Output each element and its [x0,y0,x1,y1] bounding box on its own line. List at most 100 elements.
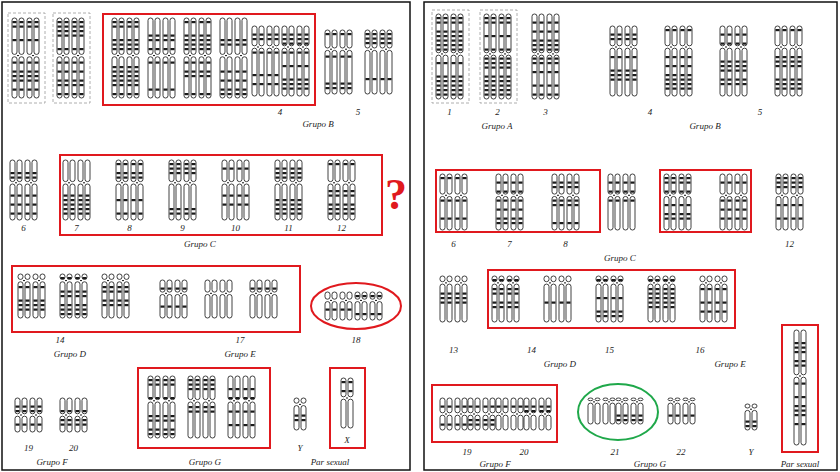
chromosome-band [253,52,257,54]
chromatid-arm [227,18,232,54]
chromatid-arm [237,160,242,182]
chromosome-band [548,22,552,24]
centromere [549,282,551,283]
chromosome-band [469,424,473,426]
chromosome-band [298,204,302,206]
chromosome-band [519,218,523,220]
chromatid-arm [610,26,615,46]
chromosome-band [189,406,193,408]
chromosome-label: 15 [604,346,615,355]
chromosome-band [437,22,441,24]
chromatid-arm [25,282,30,318]
chromosome-band [113,44,117,46]
chromatid-arm [532,55,537,99]
chromosome-band [492,80,496,82]
chromosome [243,376,255,438]
chromosome-band [326,33,330,35]
chromosome-band [798,61,802,63]
chromosome-band [258,288,262,290]
chromatid-arm [742,174,747,194]
centromere [780,47,782,48]
chromatid-arm [671,196,676,230]
chromatid-arm [169,160,174,182]
chromosome-band [149,89,153,91]
chromatid-arm [250,295,255,319]
chromosome-band [336,195,340,197]
chromosome-band [795,405,799,407]
chromosome-band [65,21,69,23]
chromosome-band [508,306,512,308]
chromosome [511,174,523,230]
chromosome-band [508,302,512,304]
chromosome-band [604,279,608,281]
chromosome-band [456,218,460,220]
centromere [537,53,539,54]
chromosome-band [68,410,72,412]
chromosome-band [500,22,504,24]
chromosome-band [795,351,799,353]
chromatid-arm [372,50,377,94]
chromosome-band [515,302,519,304]
highlight-layer [12,14,818,452]
chromosome-band [672,182,676,184]
chromosome-band [200,75,204,77]
chromosome-band [132,172,136,174]
chromosome-band [721,79,725,81]
chromosome [290,160,302,220]
chromatid-arm [63,160,68,182]
chromosome-label: 5 [355,108,362,117]
chromosome-band [604,297,608,299]
chromosome-band [71,208,75,210]
centromere [168,400,170,401]
chromosome-band [65,26,69,28]
chromosome-band [200,21,204,23]
chromosome-band [268,52,272,54]
chromatid-arm [267,48,272,96]
chromatid-arm [252,26,257,46]
chromatid-arm [559,284,564,322]
chromatid-arm [301,398,306,403]
chromosome-band [444,62,448,64]
chromatid-arm [163,57,168,98]
chromosome-band [441,297,445,299]
chromosome [499,14,511,99]
chromatid-arm [131,184,136,220]
chromatid-arm [524,415,529,430]
centromere [445,282,447,283]
chromatid-arm [235,57,240,98]
chromosome-band [463,200,467,202]
chromosome-band [113,71,117,73]
highlight-ellipse [311,283,401,329]
chromosome-band [207,21,211,23]
chromosome-band [388,38,392,40]
chromosome-band [381,78,385,80]
chromosome-band [20,62,24,64]
chromosome-band [223,195,227,197]
centromere [385,49,387,50]
chromosome-label: 4 [647,108,654,117]
chromatid-arm [518,196,523,230]
chromosome-band [485,89,489,91]
chromatid-arm [355,302,360,320]
chromosome-band [135,93,139,95]
chromosome-band [64,199,68,201]
dashed-pair-box [480,10,517,103]
chromatid-arm [325,292,330,299]
chromosome-band [373,42,377,44]
chromosome-band [68,313,72,315]
chromatid-arm [199,18,204,54]
chromosome-band [139,172,143,174]
chromatid-arm [462,398,467,413]
chromosome [539,398,551,430]
chromosome-band [681,56,685,58]
chromatid-arm [671,174,676,194]
chromatid-arm [514,276,519,282]
chromosome-band [236,89,240,91]
chromosome-band [298,199,302,201]
chromosome-label: 21 [610,448,621,457]
chromosome-band [493,302,497,304]
chromosome [631,398,643,424]
chromosome-band [276,168,280,170]
chromatid-arm [539,398,544,413]
chromosome-band [500,58,504,60]
